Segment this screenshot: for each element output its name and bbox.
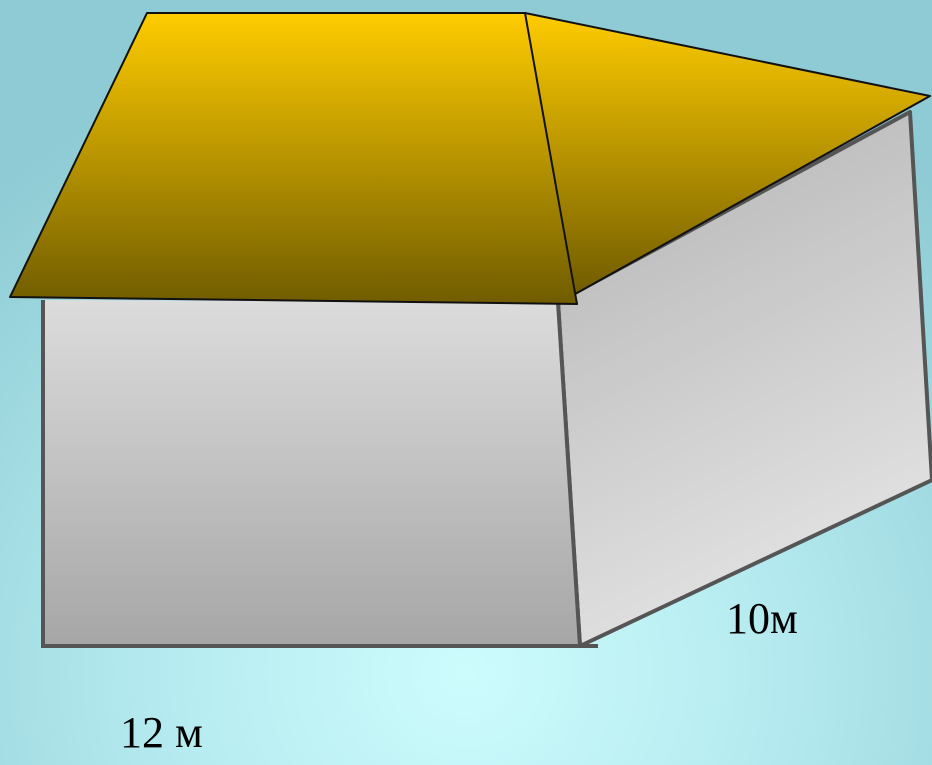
front-wall <box>43 300 580 646</box>
depth-dimension-label: 10м <box>726 594 798 643</box>
width-dimension-label: 12 м <box>120 708 203 757</box>
roof-front <box>9 12 578 305</box>
front-wall-outline <box>41 300 598 648</box>
corner-edge <box>556 301 582 647</box>
